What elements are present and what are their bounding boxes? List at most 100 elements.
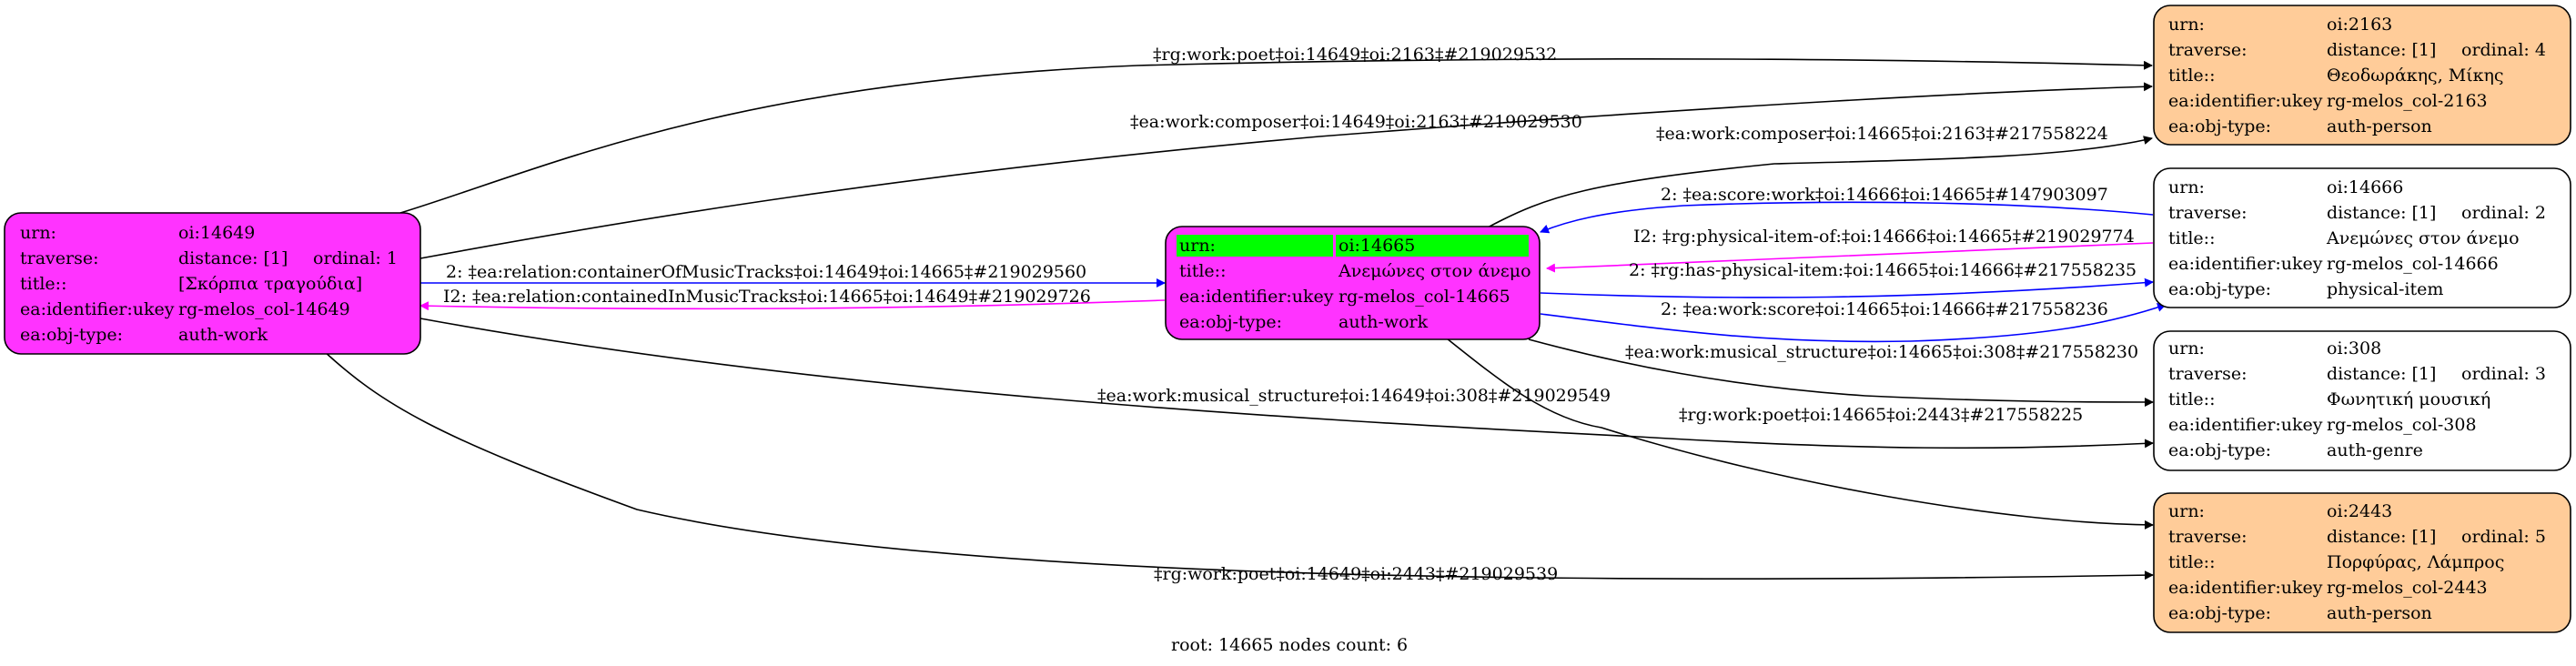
row-value: Θεοδωράκης, Μίκης (2327, 66, 2504, 86)
edge-path[interactable] (1528, 338, 2154, 407)
node-308[interactable]: urn: oi:308 traverse: distance: [1] ordi… (2153, 330, 2571, 471)
node-box[interactable] (2153, 492, 2571, 633)
node-2443[interactable]: urn: oi:2443 traverse: distance: [1] ord… (2153, 492, 2571, 633)
row-value: distance: [1] (2327, 364, 2436, 384)
row-key: urn: (2168, 15, 2205, 35)
node-14649[interactable]: urn: oi:14649 traverse: distance: [1] or… (4, 212, 421, 355)
edge-poet-14649-2443[interactable]: ‡rg:work:poet‡oi:14649‡oi:2443‡#21902953… (322, 349, 2154, 584)
node-14665-root[interactable]: urn: oi:14665 title:: Ανεμώνες στον άνεμ… (1165, 226, 1541, 340)
row-value: distance: [1] (2327, 40, 2436, 60)
row-value: auth-work (1339, 312, 1429, 332)
edge-poet-14665-2443[interactable]: ‡rg:work:poet‡oi:14665‡oi:2443‡#21755822… (1446, 338, 2154, 530)
row-value: Ανεμώνες στον άνεμο (1338, 261, 1531, 281)
edge-label: 2: ‡rg:has-physical-item:‡oi:14665‡oi:14… (1629, 260, 2137, 280)
row-key: ea:obj-type: (2168, 116, 2271, 136)
node-row-title: title:: Πορφύρας, Λάμπρος (2168, 552, 2504, 572)
node-row-ukey: ea:identifier:ukey rg-melos_col-2443 (2168, 578, 2488, 598)
row-value: Πορφύρας, Λάμπρος (2327, 552, 2504, 572)
node-row-title: title:: Ανεμώνες στον άνεμο (2168, 228, 2520, 248)
edge-path[interactable] (322, 349, 2154, 580)
edge-path[interactable] (1487, 136, 2153, 228)
row-value: rg-melos_col-308 (2327, 415, 2477, 435)
node-box[interactable] (2153, 330, 2571, 471)
row-value: distance: [1] (2327, 203, 2436, 223)
edge-path[interactable] (1540, 201, 2154, 234)
row-value: Ανεμώνες στον άνεμο (2326, 228, 2520, 248)
row-value: auth-work (178, 325, 268, 345)
row-value: oi:2443 (2327, 501, 2392, 521)
row-extra: ordinal: 2 (2461, 203, 2546, 223)
row-extra: ordinal: 5 (2461, 527, 2546, 547)
edge-path[interactable] (1540, 303, 2167, 343)
node-row-urn: urn: oi:2163 (2168, 15, 2392, 35)
row-value: rg-melos_col-14665 (1339, 287, 1510, 307)
edge-containerOfMusicTracks-14649-14665[interactable]: 2: ‡ea:relation:containerOfMusicTracks‡o… (420, 262, 1166, 288)
row-key: urn: (2168, 501, 2205, 521)
node-row-traverse: traverse: distance: [1] ordinal: 1 (20, 248, 398, 268)
row-key: title:: (2168, 228, 2215, 248)
edge-composer-14649-2163[interactable]: ‡ea:work:composer‡oi:14649‡oi:2163‡#2190… (419, 82, 2153, 259)
row-key: ea:obj-type: (2168, 279, 2271, 299)
edge-path[interactable] (1546, 242, 2154, 273)
node-2163[interactable]: urn: oi:2163 traverse: distance: [1] ord… (2153, 5, 2571, 146)
row-key: title:: (2168, 66, 2215, 86)
edge-musical-structure-14649-308[interactable]: ‡ea:work:musical_structure‡oi:14649‡oi:3… (419, 318, 2154, 449)
row-key: traverse: (2168, 203, 2248, 223)
edge-label: 2: ‡ea:work:score‡oi:14665‡oi:14666‡#217… (1661, 299, 2108, 319)
node-row-obj-type: ea:obj-type: auth-genre (2168, 440, 2423, 460)
edge-path[interactable] (399, 57, 2153, 214)
edge-poet-14649-2163[interactable]: ‡rg:work:poet‡oi:14649‡oi:2163‡#21902953… (399, 45, 2153, 214)
row-extra: ordinal: 1 (313, 248, 398, 268)
edge-work-score-14665-14666[interactable]: 2: ‡ea:work:score‡oi:14665‡oi:14666‡#217… (1540, 299, 2167, 343)
row-extra: ordinal: 4 (2461, 40, 2546, 60)
edge-has-physical-item-14665-14666[interactable]: 2: ‡rg:has-physical-item:‡oi:14665‡oi:14… (1540, 260, 2154, 298)
edge-path[interactable] (419, 82, 2153, 259)
row-value: oi:308 (2327, 338, 2381, 358)
row-value: rg-melos_col-14666 (2327, 254, 2499, 274)
edge-score-work-14666-14665[interactable]: 2: ‡ea:score:work‡oi:14666‡oi:14665‡#147… (1540, 185, 2154, 234)
edge-path[interactable] (1540, 278, 2154, 298)
row-value: rg-melos_col-14649 (178, 299, 350, 319)
edge-composer-14665-2163[interactable]: ‡ea:work:composer‡oi:14665‡oi:2163‡#2175… (1487, 124, 2153, 228)
row-key: urn: (1179, 236, 1216, 256)
edge-label: ‡rg:work:poet‡oi:14665‡oi:2443‡#21755822… (1679, 405, 2083, 425)
node-box[interactable] (2153, 167, 2571, 308)
row-key: urn: (20, 223, 56, 243)
edge-musical-structure-14665-308[interactable]: ‡ea:work:musical_structure‡oi:14665‡oi:3… (1528, 338, 2154, 407)
edge-label: ‡ea:work:composer‡oi:14665‡oi:2163‡#2175… (1656, 124, 2108, 144)
node-row-obj-type: ea:obj-type: physical-item (2168, 279, 2443, 299)
edge-label: ‡ea:work:musical_structure‡oi:14665‡oi:3… (1625, 342, 2138, 362)
edge-path[interactable] (419, 318, 2154, 449)
row-key: ea:identifier:ukey (20, 299, 175, 319)
row-key: ea:obj-type: (20, 325, 123, 345)
node-box[interactable] (2153, 5, 2571, 146)
node-row-ukey: ea:identifier:ukey rg-melos_col-14665 (1179, 287, 1510, 307)
edge-physical-item-of-14666-14665[interactable]: I2: ‡rg:physical-item-of:‡oi:14666‡oi:14… (1546, 227, 2154, 273)
node-row-obj-type: ea:obj-type: auth-person (2168, 116, 2432, 136)
nodes: urn: oi:14649 traverse: distance: [1] or… (4, 5, 2571, 633)
node-row-urn: urn: oi:308 (2168, 338, 2381, 358)
node-row-ukey: ea:identifier:ukey rg-melos_col-308 (2168, 415, 2477, 435)
edge-path[interactable] (1446, 338, 2154, 530)
row-value: auth-person (2327, 603, 2432, 623)
node-row-title: title:: Θεοδωράκης, Μίκης (2168, 66, 2504, 86)
node-row-urn: urn: oi:2443 (2168, 501, 2392, 521)
node-row-ukey: ea:identifier:ukey rg-melos_col-2163 (2168, 91, 2488, 111)
node-box[interactable] (4, 212, 421, 355)
node-row-traverse: traverse: distance: [1] ordinal: 5 (2168, 527, 2546, 547)
row-key: title:: (1179, 261, 1226, 281)
row-value: oi:14665 (1339, 236, 1415, 256)
row-value: physical-item (2327, 279, 2443, 299)
edge-path[interactable] (419, 299, 1166, 311)
edge-label: ‡ea:work:composer‡oi:14649‡oi:2163‡#2190… (1130, 112, 1582, 132)
row-value: auth-genre (2327, 440, 2423, 460)
row-key: urn: (2168, 177, 2205, 197)
row-key: traverse: (2168, 364, 2248, 384)
node-14666[interactable]: urn: oi:14666 traverse: distance: [1] or… (2153, 167, 2571, 308)
row-value: auth-person (2327, 116, 2432, 136)
row-key: ea:identifier:ukey (2168, 91, 2323, 111)
edge-label: ‡rg:work:poet‡oi:14649‡oi:2163‡#21902953… (1153, 45, 1557, 65)
edge-containedInMusicTracks-14665-14649[interactable]: I2: ‡ea:relation:containedInMusicTracks‡… (419, 287, 1166, 311)
edge-label: ‡rg:work:poet‡oi:14649‡oi:2443‡#21902953… (1154, 564, 1558, 584)
